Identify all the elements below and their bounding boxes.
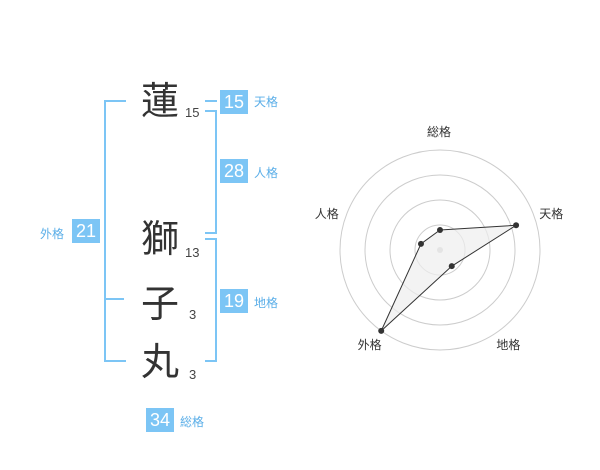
- radar-point-0: [437, 227, 443, 233]
- tenkaku-label: 天格: [254, 95, 279, 109]
- gaikaku-bracket: [104, 100, 126, 362]
- name-char-1: 蓮: [140, 79, 179, 123]
- radar-point-4: [417, 240, 424, 247]
- tenkaku-badge: 15: [220, 90, 248, 114]
- gaikaku-badge: 21: [72, 219, 100, 243]
- tenkaku-bracket: [205, 100, 217, 102]
- jinkaku-badge: 28: [220, 159, 248, 183]
- jinkaku-label: 人格: [254, 166, 279, 180]
- radar-ring-3: [364, 174, 516, 326]
- radar-ring-2: [389, 199, 491, 301]
- radar-ring-4: [339, 149, 541, 351]
- chikaku-bracket: [205, 238, 217, 362]
- stroke-count-1: 15: [185, 105, 200, 120]
- radar-axis-label-1: 天格: [539, 206, 564, 221]
- radar-point-3: [378, 327, 385, 334]
- gaikaku-label: 外格: [40, 227, 65, 241]
- radar-axis-label-0: 総格: [427, 125, 452, 139]
- radar-axis-label-2: 地格: [496, 338, 521, 353]
- stroke-count-4: 3: [189, 367, 197, 382]
- gaikaku-bracket-mid: [104, 298, 124, 300]
- chikaku-badge: 19: [220, 289, 248, 313]
- radar-polygon: [380, 224, 517, 332]
- radar-point-2: [448, 263, 455, 270]
- name-char-2: 獅: [140, 217, 179, 261]
- name-char-3: 子: [140, 282, 179, 326]
- radar-axis-label-3: 外格: [357, 338, 382, 353]
- jinkaku-bracket: [205, 110, 217, 234]
- soukaku-badge: 34: [146, 408, 174, 432]
- radar-axis-label-4: 人格: [314, 206, 339, 221]
- chikaku-label: 地格: [254, 296, 279, 310]
- stroke-count-3: 3: [189, 307, 197, 322]
- radar-point-1: [513, 222, 520, 229]
- name-char-4: 丸: [140, 340, 179, 384]
- soukaku-label: 総格: [180, 415, 205, 429]
- stroke-count-2: 13: [185, 245, 200, 260]
